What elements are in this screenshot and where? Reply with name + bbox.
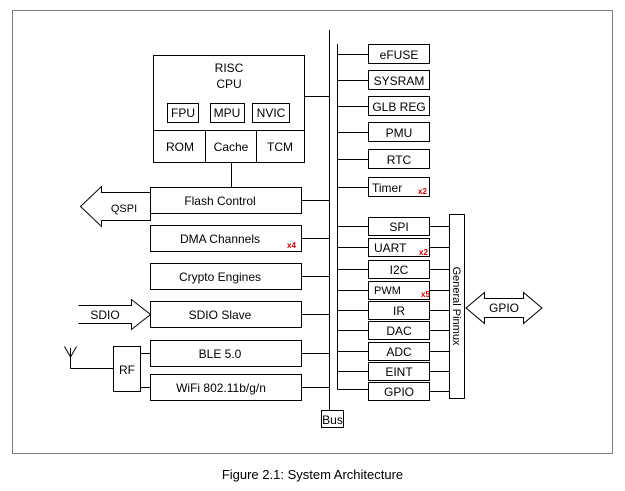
cpu-mem-cache: Cache: [214, 140, 249, 154]
gpio-peripheral-label: GPIO: [384, 385, 414, 399]
dma-channels-label: DMA Channels: [180, 232, 260, 246]
efuse-label: eFUSE: [380, 48, 419, 62]
general-pinmux-label: General Pinmux: [450, 267, 462, 346]
qspi-label: QSPI: [111, 203, 137, 215]
gpio-arrow: [465, 291, 543, 325]
cpu-mem-rom: ROM: [166, 140, 194, 154]
pwm-label: PWM: [374, 285, 401, 297]
outer-frame: [12, 10, 613, 454]
crypto-engines-label: Crypto Engines: [179, 270, 261, 284]
rf-label: RF: [119, 363, 135, 377]
figure-caption: Figure 2.1: System Architecture: [221, 467, 404, 482]
main-bus: [329, 30, 338, 411]
uart-multiplier: x2: [419, 248, 428, 257]
flash-control-label: Flash Control: [184, 194, 255, 208]
sysram-label: SYSRAM: [374, 74, 425, 88]
ble-label: BLE 5.0: [199, 347, 242, 361]
right-blocks: [368, 44, 430, 197]
adc-label: ADC: [386, 345, 412, 359]
qspi-arrow: [79, 185, 151, 228]
timer-label: Timer: [372, 181, 402, 195]
sdio-arrow: [78, 298, 152, 331]
i2c-label: I2C: [390, 263, 409, 277]
bus-label: Bus: [322, 413, 343, 427]
cpu-title-line2: CPU: [216, 77, 241, 91]
gpio-arrow-label: GPIO: [489, 301, 519, 315]
timer-multiplier: x2: [418, 187, 427, 196]
left-block-links: [64, 200, 330, 388]
bus-label-box: [321, 410, 344, 428]
cpu-connectors: [231, 96, 330, 188]
dma-multiplier: x4: [287, 241, 296, 250]
cpu-title-line1: RISC: [215, 61, 244, 75]
cpu-unit-mpu: MPU: [214, 106, 241, 120]
rtc-label: RTC: [387, 153, 412, 167]
pwm-multiplier: x5: [421, 290, 430, 299]
eint-label: EINT: [385, 365, 413, 379]
cpu-mem-tcm: TCM: [267, 140, 293, 154]
pmu-label: PMU: [386, 126, 413, 140]
dac-label: DAC: [386, 324, 412, 338]
wifi-label: WiFi 802.11b/g/n: [176, 381, 266, 395]
ir-label: IR: [393, 304, 405, 318]
cpu-block: [153, 55, 305, 163]
cpu-unit-fpu: FPU: [171, 106, 195, 120]
spi-label: SPI: [389, 220, 408, 234]
right-block-links: [337, 54, 369, 188]
left-blocks: [113, 187, 302, 401]
uart-label: UART: [374, 241, 407, 255]
sdio-label: SDIO: [90, 308, 119, 322]
cpu-unit-nvic: NVIC: [257, 106, 286, 120]
sdio-slave-label: SDIO Slave: [189, 308, 252, 322]
peripheral-links: [337, 226, 450, 392]
glb-reg-label: GLB REG: [372, 100, 425, 114]
